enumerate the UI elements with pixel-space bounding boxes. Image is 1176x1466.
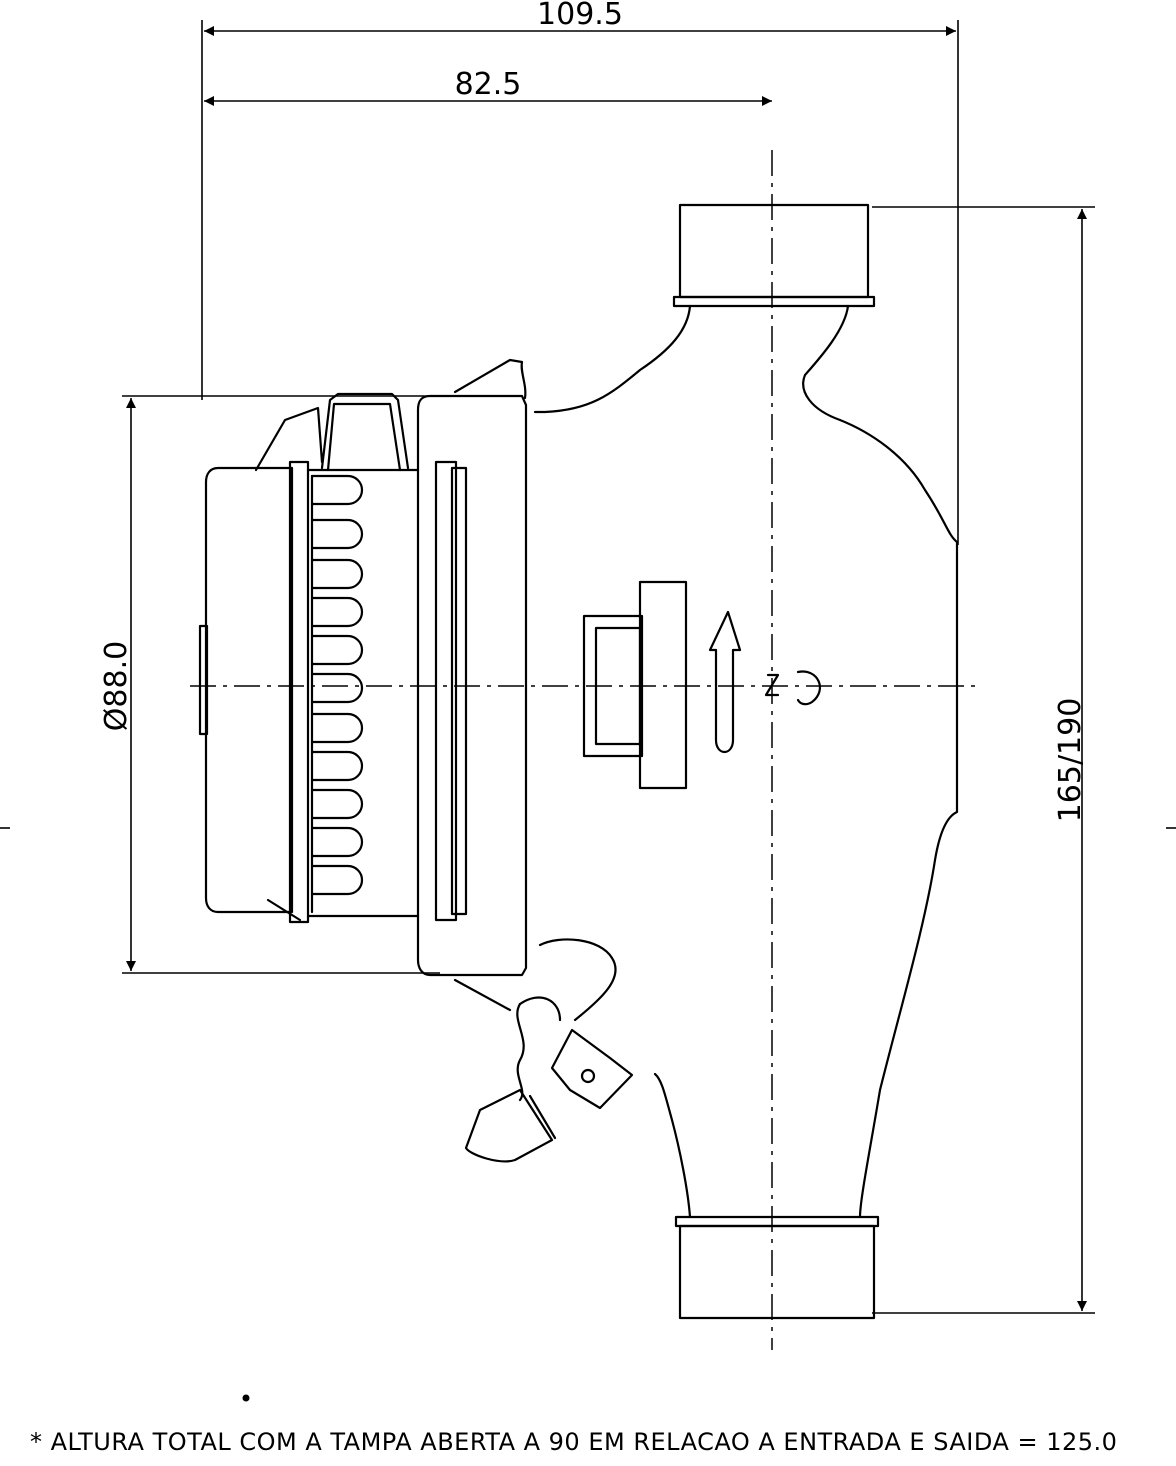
meter-body [198, 203, 959, 1320]
dot-mark [242, 1394, 250, 1402]
dimension-overall-width: 109.5 [201, 0, 959, 545]
flow-direction-arrow [708, 610, 742, 754]
axis-offset-label: 82.5 [455, 67, 522, 102]
footnote: * ALTURA TOTAL COM A TAMPA ABERTA A 90 E… [30, 1428, 1118, 1456]
dimension-length: 165/190 [872, 206, 1095, 1314]
dimension-axis-offset: 82.5 [204, 67, 772, 106]
overall-width-label: 109.5 [537, 0, 623, 32]
lid-grip-ribs [310, 474, 364, 914]
register-diameter-label: Ø88.0 [99, 641, 134, 731]
register-housing [416, 394, 528, 977]
inlet-connector [678, 203, 870, 299]
dimension-register-diameter: Ø88.0 [99, 395, 520, 974]
body-boss [582, 614, 644, 758]
register-lid [204, 466, 294, 914]
seal-tag [453, 978, 634, 1163]
length-label: 165/190 [1053, 698, 1088, 823]
outlet-connector [678, 1224, 876, 1320]
